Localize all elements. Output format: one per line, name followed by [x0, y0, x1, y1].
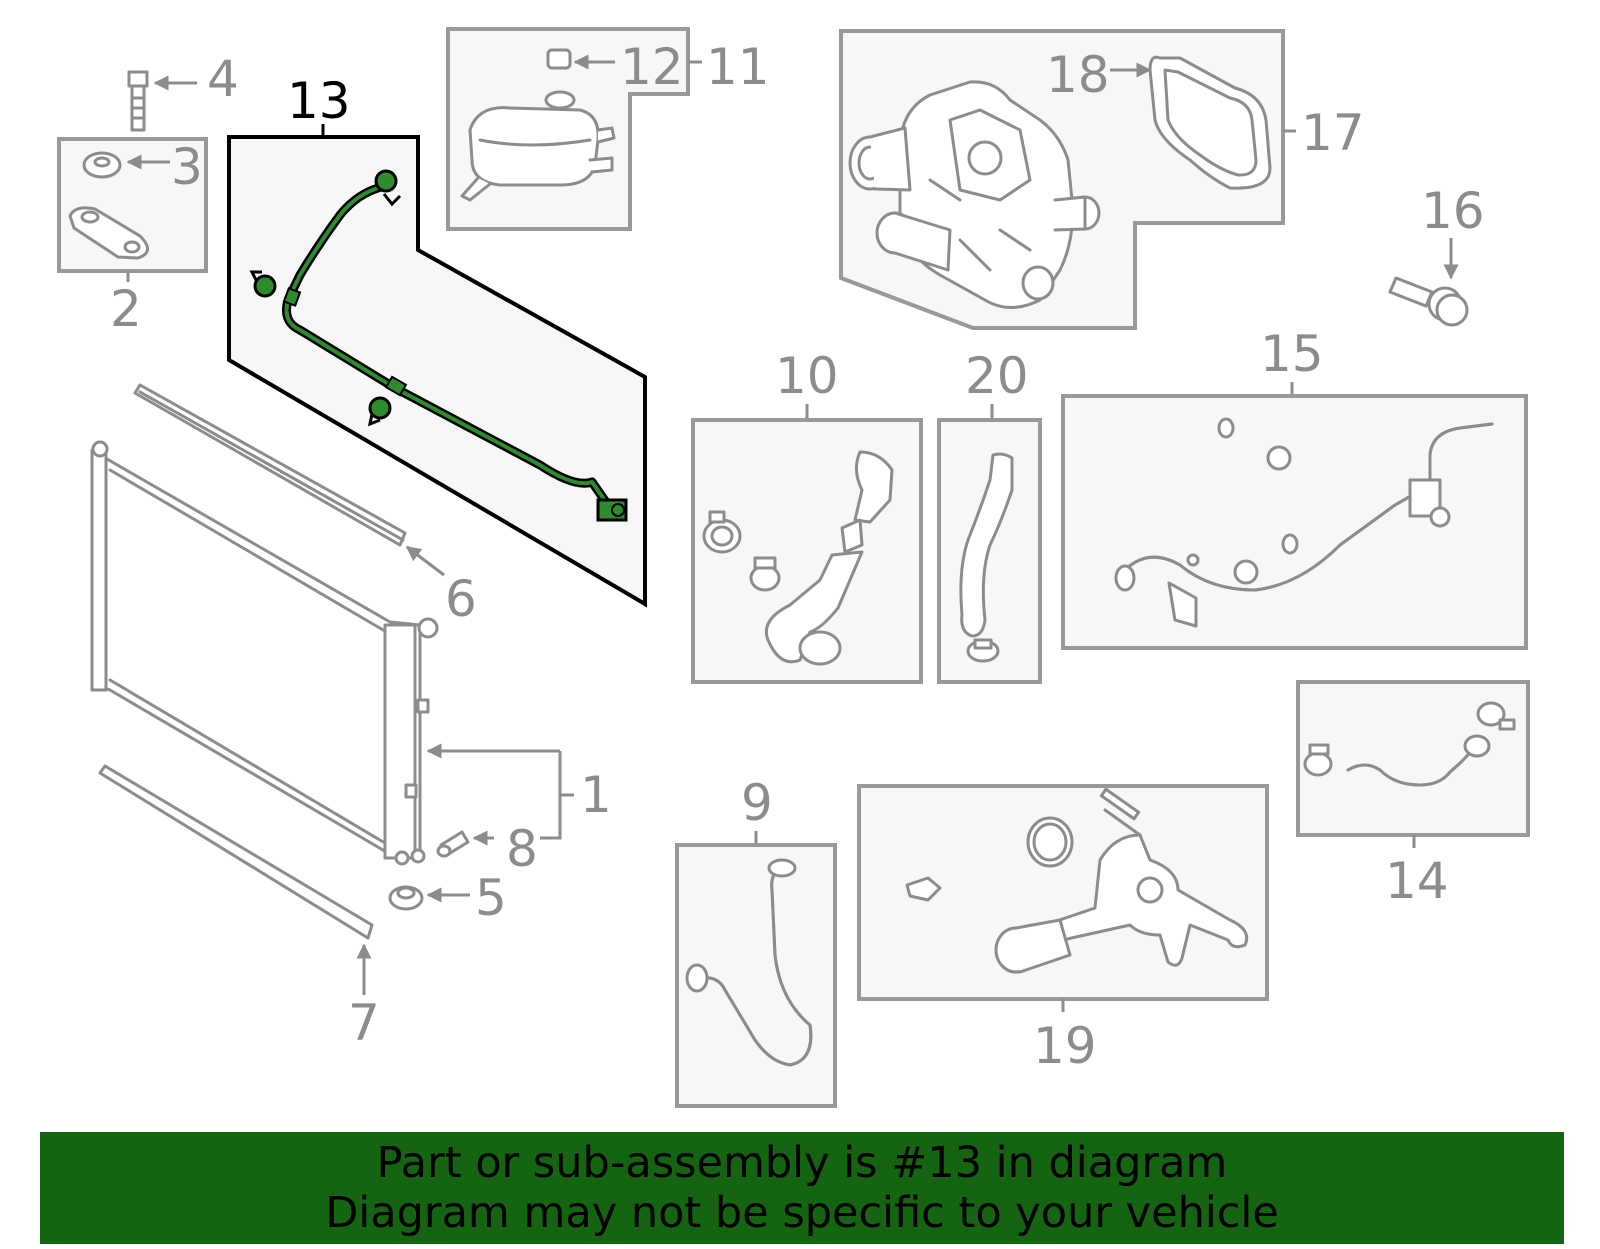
callout-2[interactable]: 2	[110, 280, 142, 338]
part-12-cap[interactable]	[546, 48, 615, 70]
callout-3[interactable]: 3	[171, 138, 203, 196]
part-19-housing[interactable]	[994, 787, 1249, 974]
callout-1[interactable]: 1	[580, 766, 612, 824]
part-13-clamp-top[interactable]	[374, 169, 402, 207]
part-8-drain-plug[interactable]	[436, 830, 494, 858]
part-13-hose[interactable]	[282, 180, 613, 510]
callout-7[interactable]: 7	[348, 994, 380, 1052]
part-11-reservoir[interactable]	[460, 90, 616, 202]
part-19-clip[interactable]	[905, 876, 942, 902]
part-17-water-pump[interactable]	[848, 80, 1101, 309]
callout-6[interactable]: 6	[445, 570, 477, 628]
callout-14[interactable]: 14	[1385, 852, 1449, 910]
part-18-gasket[interactable]	[1148, 55, 1272, 190]
part-10-clamp-1[interactable]	[702, 510, 742, 554]
part-2-bracket[interactable]	[68, 206, 149, 260]
part-19-oring[interactable]	[1026, 816, 1074, 868]
part-3-grommet[interactable]	[82, 151, 170, 179]
part-13-clamp-left[interactable]	[249, 270, 277, 298]
part-6-seal-strip[interactable]	[133, 383, 407, 547]
part-9-hose[interactable]	[685, 858, 813, 1067]
callout-8[interactable]: 8	[506, 820, 538, 878]
callout-16[interactable]: 16	[1421, 182, 1485, 240]
part-20-hose[interactable]	[959, 452, 1014, 663]
part-16-bolt[interactable]	[1388, 276, 1469, 327]
part-4-bolt[interactable]	[127, 70, 197, 132]
callout-10[interactable]: 10	[775, 347, 839, 405]
part-14-clamp-2[interactable]	[1476, 701, 1516, 731]
callout-9[interactable]: 9	[741, 774, 773, 832]
panel-13	[227, 135, 647, 608]
callout-18[interactable]: 18	[1046, 46, 1110, 104]
part-14-hose[interactable]	[1346, 734, 1491, 787]
part-5-mount-grommet[interactable]	[388, 885, 470, 911]
panel-15	[1061, 394, 1528, 650]
callout-15[interactable]: 15	[1260, 325, 1324, 383]
part-10-hose[interactable]	[764, 450, 894, 666]
part-13-clamp-mid[interactable]	[367, 396, 392, 427]
part-15-grommets[interactable]	[1186, 417, 1299, 585]
part-7-seal-strip[interactable]	[98, 764, 374, 940]
callout-13[interactable]: 13	[287, 72, 351, 130]
part-14-clamp-1[interactable]	[1303, 743, 1333, 777]
callout-17[interactable]: 17	[1301, 104, 1365, 162]
callout-5[interactable]: 5	[475, 869, 507, 927]
part-15-pipe[interactable]	[1114, 422, 1494, 628]
callout-11[interactable]: 11	[706, 38, 770, 96]
part-1-radiator[interactable]	[90, 440, 439, 866]
callout-12[interactable]: 12	[620, 38, 684, 96]
info-banner: Part or sub-assembly is #13 in diagram D…	[40, 1132, 1564, 1244]
banner-line-1: Part or sub-assembly is #13 in diagram	[376, 1138, 1228, 1188]
callout-4[interactable]: 4	[207, 50, 239, 108]
part-10-clamp-2[interactable]	[749, 556, 781, 592]
callout-20[interactable]: 20	[965, 347, 1029, 405]
leader-1	[426, 743, 574, 840]
leader-6	[405, 545, 445, 577]
callout-19[interactable]: 19	[1033, 1017, 1097, 1075]
part-13-clamp-end[interactable]	[596, 498, 628, 522]
banner-line-2: Diagram may not be specific to your vehi…	[325, 1188, 1279, 1238]
